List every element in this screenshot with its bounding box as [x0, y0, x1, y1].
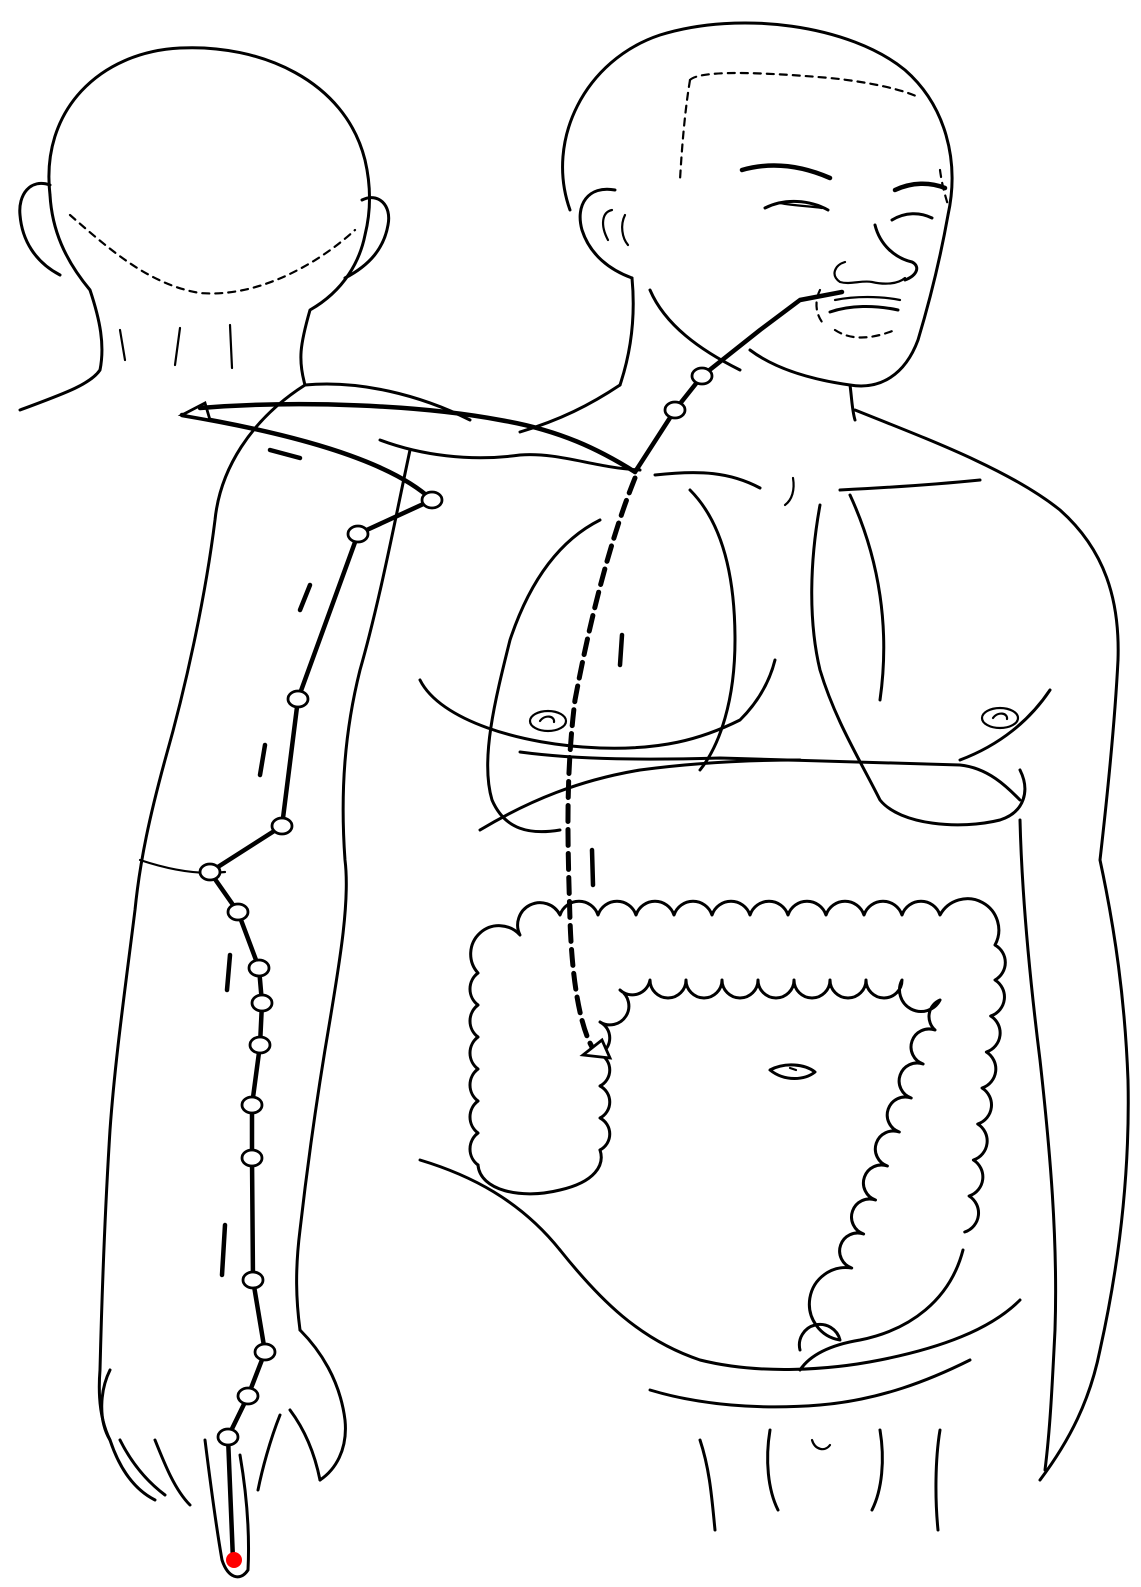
acupoints: [200, 368, 712, 1445]
acupoint-marker: [692, 368, 712, 384]
internal-branch-end-marker: [583, 1040, 610, 1058]
direction-arrow: [300, 585, 310, 610]
acupoint-marker: [255, 1344, 275, 1360]
direction-arrow: [260, 745, 265, 775]
acupoint-marker: [272, 818, 292, 834]
acupoint-marker: [218, 1429, 238, 1445]
acupoint-marker: [228, 904, 248, 920]
colon-wall: [600, 980, 940, 1350]
direction-arrow: [270, 450, 300, 458]
back-head: [20, 48, 389, 410]
front-head: [563, 23, 952, 420]
acupoint-marker: [243, 1272, 263, 1288]
sigmoid-colon: [800, 1250, 963, 1370]
cecum: [478, 1150, 601, 1194]
meridian-shoulder-line: [182, 415, 432, 500]
acupoint-marker: [249, 960, 269, 976]
direction-arrow: [592, 850, 593, 885]
hand: [102, 1330, 346, 1577]
acupoint-marker: [242, 1097, 262, 1113]
acupoint-marker: [252, 995, 272, 1011]
acupoint-marker: [422, 492, 442, 508]
acupoint-marker: [250, 1037, 270, 1053]
highlighted-acupoint: [226, 1552, 242, 1568]
acupoint-marker: [238, 1388, 258, 1404]
acupoint-marker: [665, 402, 685, 418]
acupoint-marker: [242, 1150, 262, 1166]
colon-wall: [470, 899, 1005, 1232]
acupoint-marker: [348, 526, 368, 542]
meridian-pathway: [182, 292, 842, 1560]
acupoint-marker: [200, 864, 220, 880]
direction-arrow: [227, 955, 230, 990]
direction-arrow: [222, 1225, 225, 1275]
meridian-internal-branch: [568, 478, 635, 1052]
direction-arrow: [620, 635, 622, 665]
acupoint-marker: [288, 691, 308, 707]
colon: [470, 899, 1005, 1370]
meridian-neck-line: [635, 292, 842, 472]
